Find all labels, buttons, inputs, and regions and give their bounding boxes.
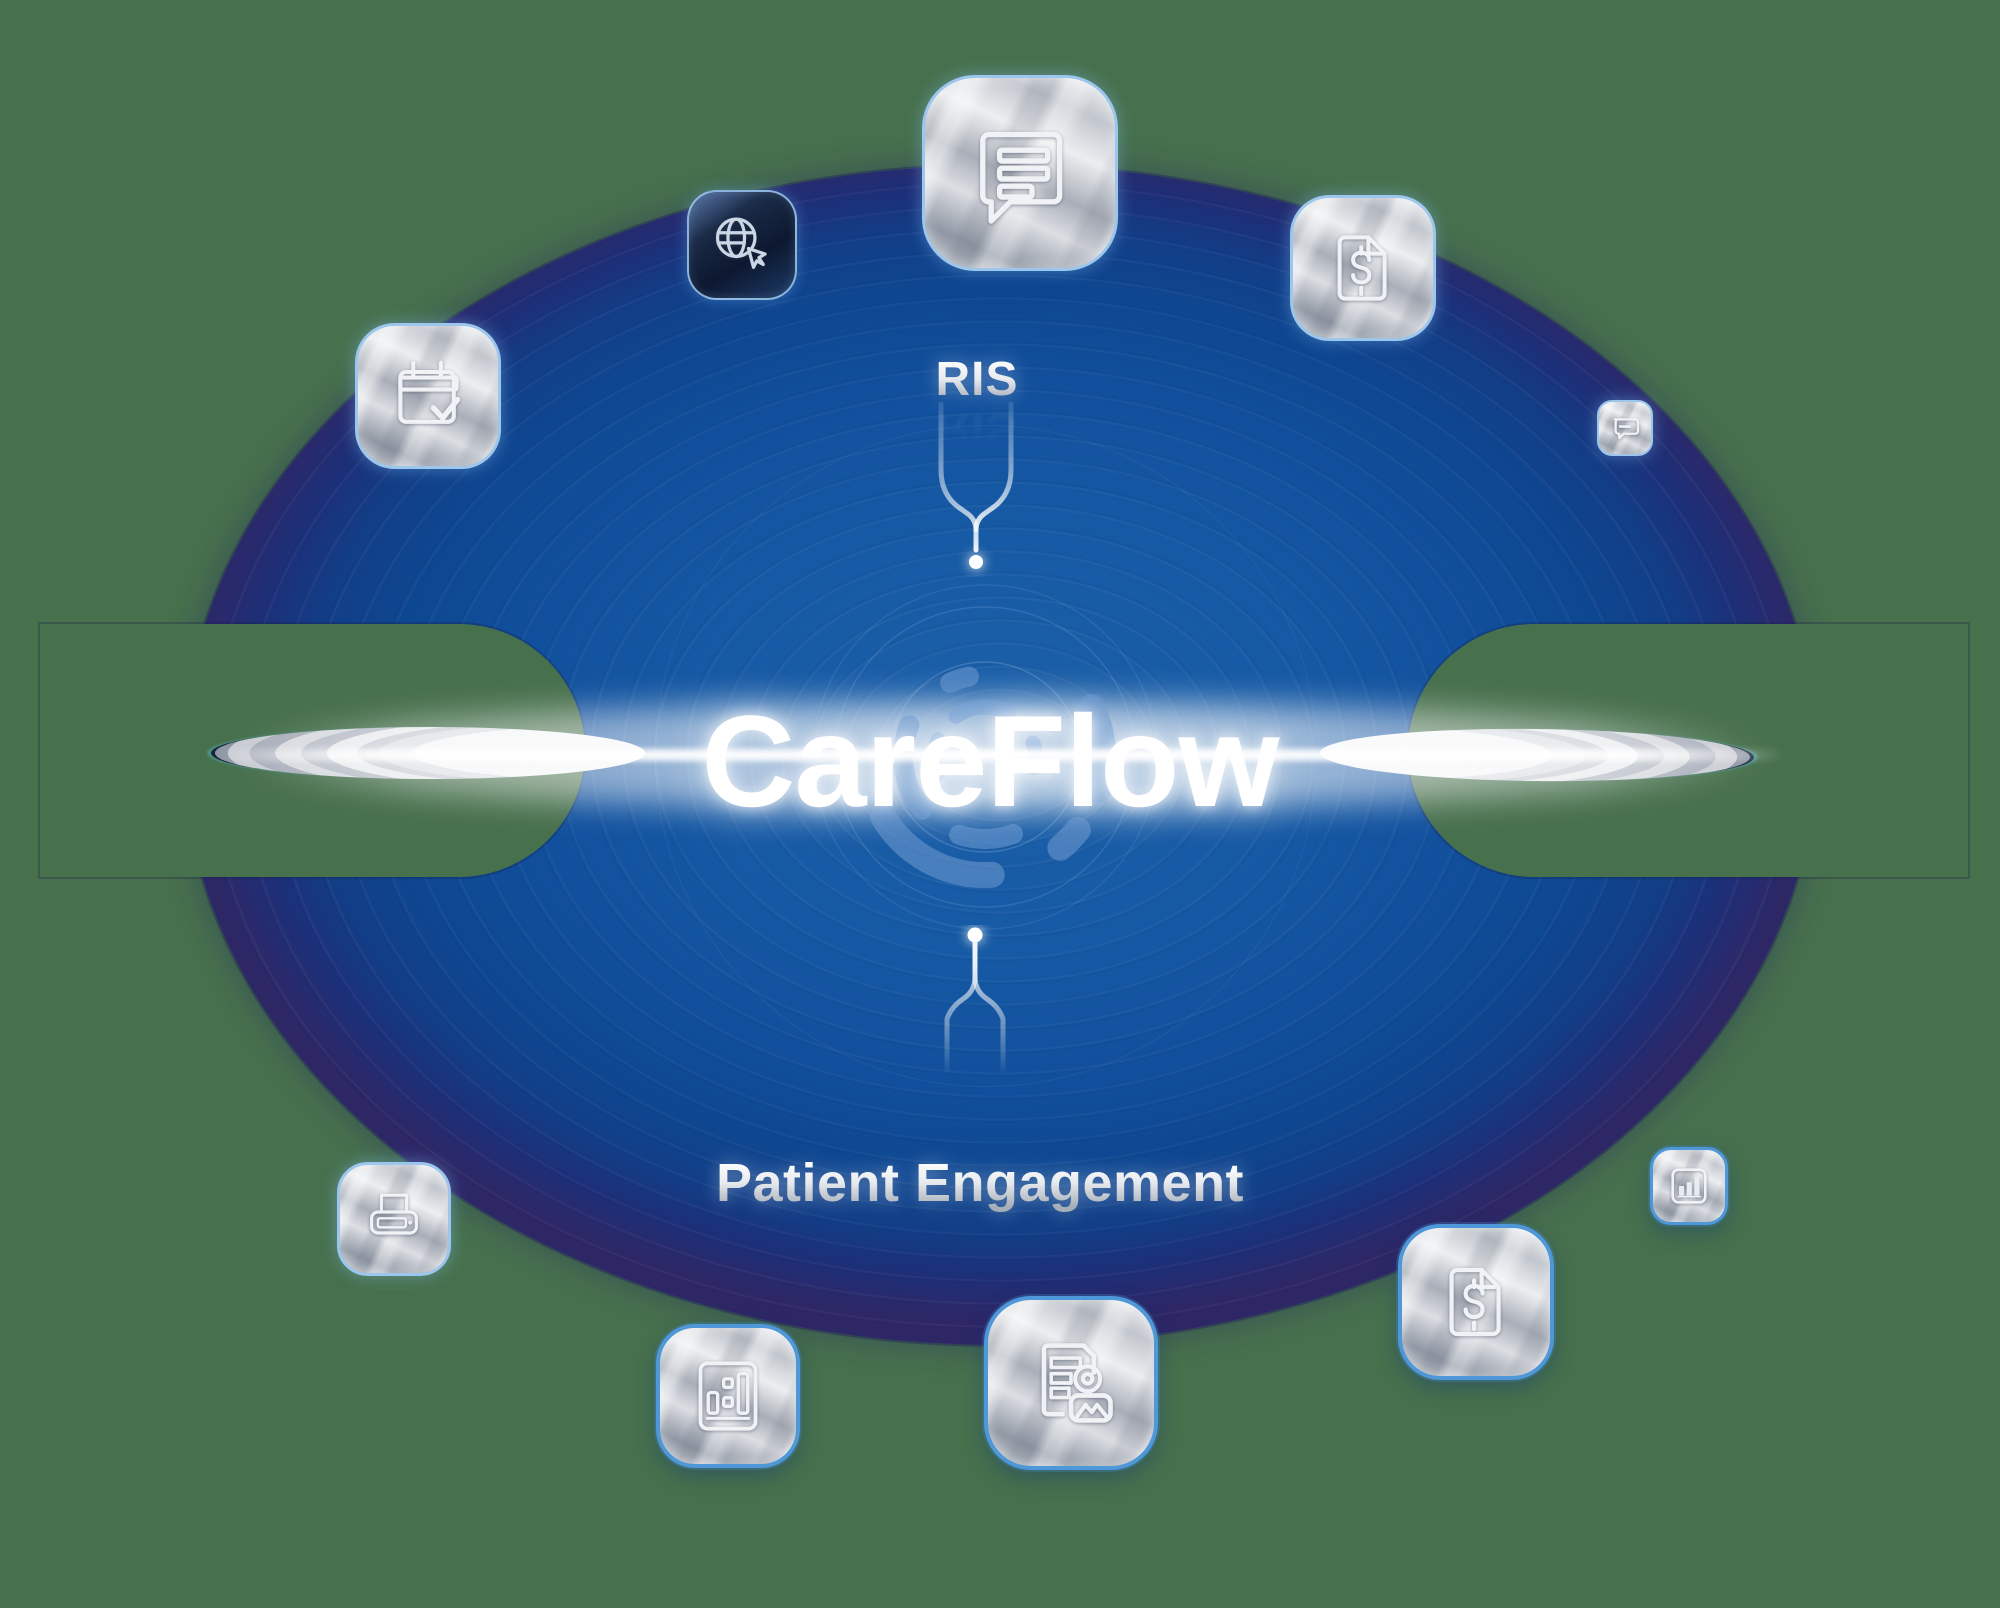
printer-icon xyxy=(370,1193,418,1235)
connector-top-fork xyxy=(938,402,1014,569)
tile-mini-chart xyxy=(1650,1147,1728,1225)
patient-engagement-label: Patient Engagement xyxy=(480,1152,1480,1214)
globe-portal-icon xyxy=(715,217,767,269)
tile-printer xyxy=(337,1162,451,1276)
patient-record-icon xyxy=(1041,1343,1113,1423)
tile-invoice xyxy=(1290,195,1436,341)
tile-calendar xyxy=(355,323,501,469)
chat-messages-icon xyxy=(980,131,1063,224)
tile-globe-portal xyxy=(687,190,797,300)
bar-chart-panel-icon xyxy=(698,1361,758,1431)
tile-speech-bubble xyxy=(1597,400,1653,456)
speech-bubble-icon xyxy=(1613,418,1640,440)
careflow-title: CareFlow xyxy=(701,688,1279,834)
tile-chat-messages xyxy=(922,75,1118,271)
light-beam-core xyxy=(215,749,1785,761)
careflow-swirl-logo-icon xyxy=(812,584,1158,930)
calendar-check-icon xyxy=(398,360,461,424)
mini-bar-chart-icon xyxy=(1671,1168,1707,1204)
tile-bar-chart-panel xyxy=(656,1324,800,1468)
ris-label: RIS xyxy=(777,352,1177,407)
tile-patient-record xyxy=(984,1296,1158,1470)
tile-dollar-file xyxy=(1398,1224,1554,1380)
connector-bottom-fork xyxy=(944,927,1006,1078)
invoice-dollar-icon xyxy=(1337,235,1387,301)
dollar-file-icon xyxy=(1449,1267,1501,1337)
